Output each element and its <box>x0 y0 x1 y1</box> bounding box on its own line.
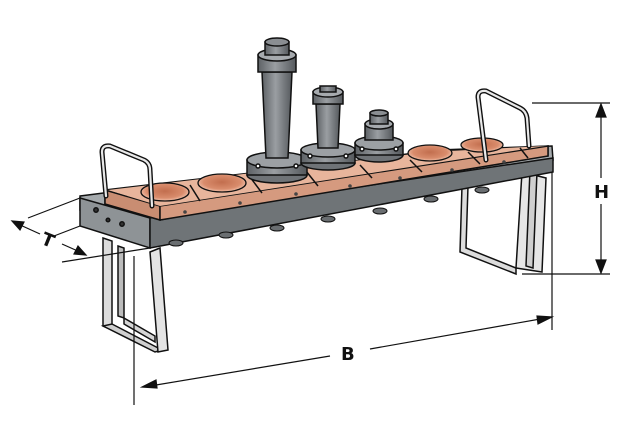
wire-handle-icon-inner <box>476 89 531 162</box>
dimension-t-label: T <box>38 229 58 253</box>
sk-tool-holder-icon <box>246 37 308 184</box>
end-rivet <box>119 221 125 227</box>
end-rivet <box>93 207 99 213</box>
dimension-b-label: B <box>341 344 355 365</box>
hole-6 <box>407 144 453 162</box>
dimension-b <box>139 315 555 389</box>
hole-2 <box>197 173 247 193</box>
underside-studs <box>168 186 490 247</box>
dimension-h-label: H <box>594 182 609 203</box>
dimension-lines <box>27 102 610 405</box>
front-left-leg <box>100 236 169 353</box>
end-rivet <box>105 217 111 223</box>
wire-handle-icon-inner <box>100 144 154 208</box>
sk-tool-holder-icon <box>300 85 356 171</box>
dimension-h <box>595 102 607 275</box>
sk-tool-holder-icon <box>354 109 404 163</box>
hole-1 <box>140 182 190 202</box>
segment-rivets <box>183 160 506 214</box>
dimension-t <box>10 220 88 256</box>
